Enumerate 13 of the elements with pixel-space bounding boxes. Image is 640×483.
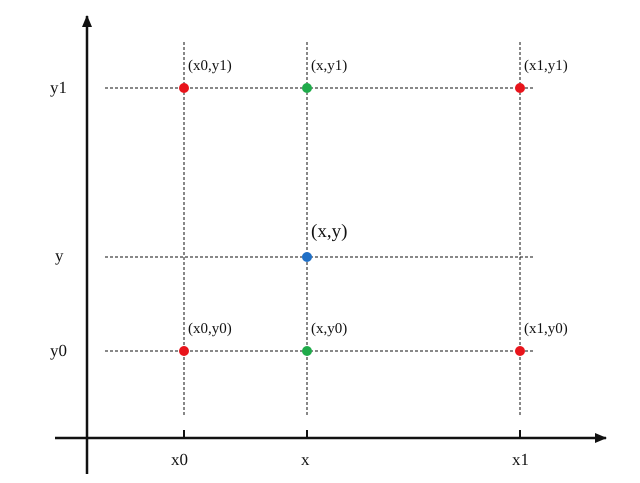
axis-label: x	[301, 450, 310, 470]
point-label: (x1,y0)	[524, 321, 568, 338]
axis-label: y	[55, 246, 64, 266]
point-label: (x0,y1)	[188, 58, 232, 75]
axis-label: y0	[50, 341, 67, 361]
point-label: (x,y0)	[311, 321, 348, 338]
point-label: (x1,y1)	[524, 58, 568, 75]
axis-label: x0	[171, 450, 188, 470]
axis-label: y1	[50, 78, 67, 98]
point-label: (x0,y0)	[188, 321, 232, 338]
point-label: (x,y)	[311, 221, 348, 243]
point-label: (x,y1)	[311, 58, 348, 75]
axis-label: x1	[512, 450, 529, 470]
